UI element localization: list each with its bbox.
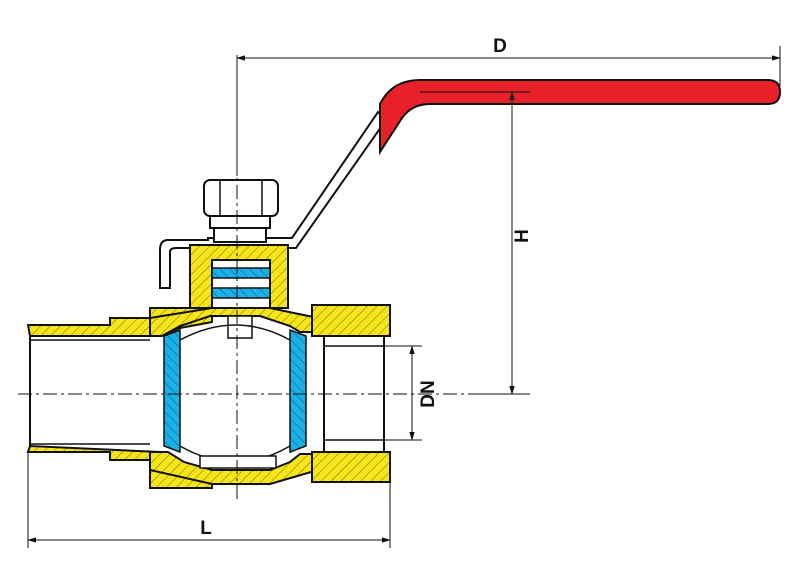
ball-seats (163, 324, 307, 469)
dimension-dn-label: DN (418, 380, 439, 407)
handle-grip (379, 79, 782, 156)
dimension-dn: DN (384, 345, 439, 441)
stem-nut (203, 179, 279, 243)
dimension-d-label: D (493, 36, 507, 57)
dimension-h-label: H (512, 229, 533, 243)
centerlines (18, 160, 470, 500)
dimension-d: D (236, 36, 781, 176)
stem-seals (211, 267, 271, 339)
dimension-h: H (420, 91, 533, 395)
dimension-l: L (27, 452, 391, 548)
dimension-l-label: L (200, 518, 212, 539)
valve-body (26, 244, 391, 489)
